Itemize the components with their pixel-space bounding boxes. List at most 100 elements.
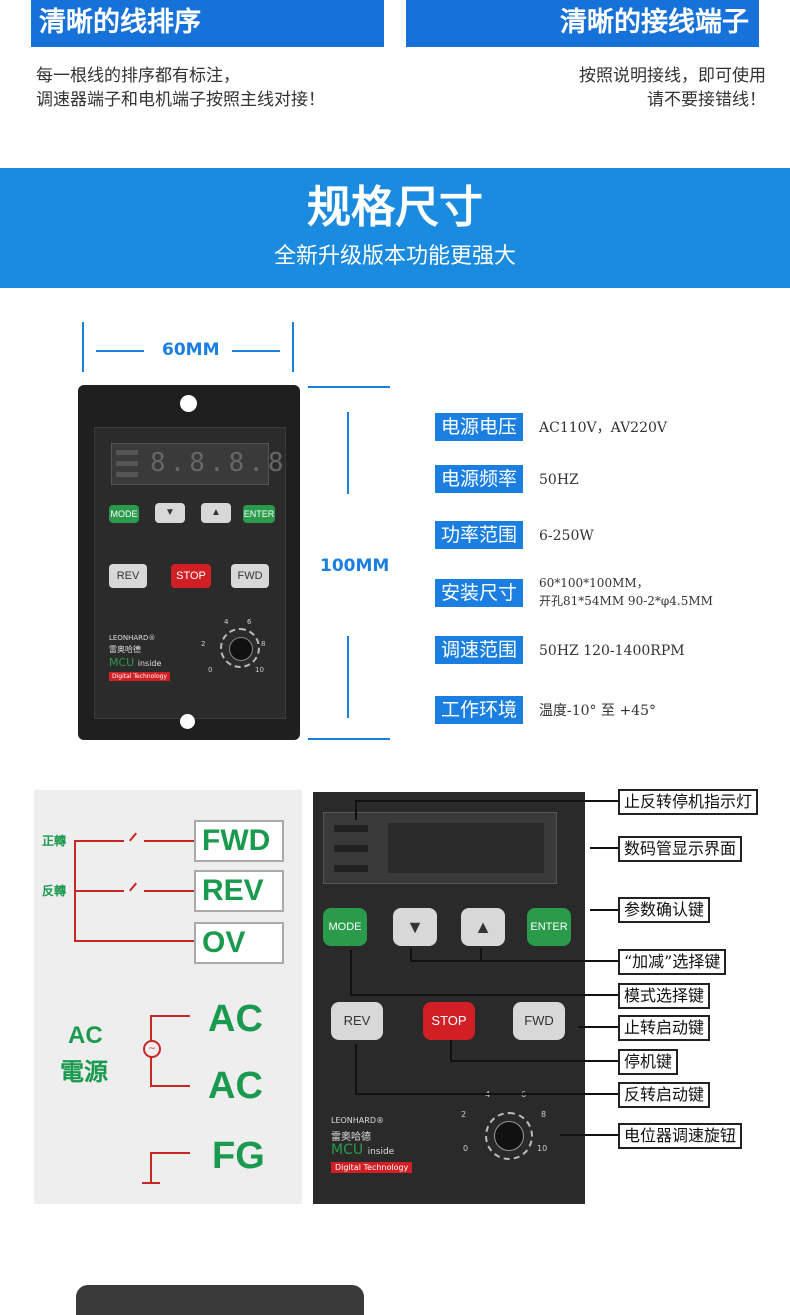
spec-value-power: 6-250W	[539, 528, 594, 544]
spec-value-voltage: AC110V，AV220V	[539, 420, 668, 436]
spec-value-environment: 温度-10° 至 +45°	[539, 703, 656, 719]
mount-hole-top	[180, 395, 197, 412]
reverse-label: 反轉	[42, 884, 67, 898]
spec-label-speed: 调速范围	[435, 636, 524, 664]
labeled-display	[323, 812, 557, 884]
width-tick-right	[292, 322, 294, 372]
spec-banner: 规格尺寸 全新升级版本功能更强大	[0, 168, 790, 288]
labeled-speed-knob[interactable]	[485, 1112, 533, 1160]
labeled-fwd-button[interactable]: FWD	[513, 1002, 565, 1040]
spec-value-install: 60*100*100MM， 开孔81*54MM 90-2*φ4.5MM	[539, 574, 713, 610]
indicator-led-1	[116, 450, 138, 455]
callout-display: 数码管显示界面	[618, 836, 743, 862]
left-title: 清晰的线排序	[39, 7, 201, 38]
spec-label-power: 功率范围	[435, 521, 524, 549]
labeled-inside-text: inside	[367, 1147, 395, 1157]
labeled-up-button[interactable]: ▲	[461, 908, 505, 946]
labeled-mode-button[interactable]: MODE	[323, 908, 367, 946]
stop-button[interactable]: STOP	[171, 564, 211, 588]
mcu-text: MCU	[109, 656, 135, 669]
width-label: 60MM	[162, 340, 220, 360]
callout-line-display	[590, 847, 618, 849]
switch-fwd	[129, 832, 137, 842]
spec-label-voltage: 电源电压	[435, 413, 524, 441]
dial-2: 2	[201, 640, 206, 648]
display-window: 8.8.8.8	[111, 443, 284, 485]
left-desc-line2: 调速器端子和电机端子按照主线对接！	[36, 90, 325, 110]
width-line-right	[232, 350, 280, 352]
right-desc-line1: 按照说明接线，即可使用	[579, 66, 766, 86]
rev-button[interactable]: REV	[109, 564, 147, 588]
label-led-2	[334, 845, 368, 852]
wire-fwd-1	[74, 840, 124, 842]
callout-knob: 电位器调速旋钮	[618, 1123, 743, 1149]
label-led-3	[334, 865, 368, 872]
labeled-down-icon: ▼	[406, 917, 424, 937]
fg-wire-vertical	[150, 1152, 152, 1182]
fwd-terminal: FWD	[194, 820, 284, 862]
mode-button[interactable]: MODE	[109, 505, 139, 523]
seven-seg-display: 8.8.8.8	[150, 448, 288, 478]
wire-rev-1	[74, 890, 124, 892]
controller-image: 8.8.8.8 MODE ▼ ▲ ENTER REV STOP FWD LEON…	[78, 385, 300, 740]
height-line-bottom	[347, 636, 349, 718]
ac-terminal-2: AC	[208, 1065, 263, 1107]
labeled-panel: MODE ▼ ▲ ENTER REV STOP FWD LEONHARD® 雷奥…	[313, 792, 585, 1204]
switch-rev	[129, 882, 137, 892]
callout-fwd: 止转启动键	[618, 1015, 711, 1041]
brand-cn: 雷奥哈德	[109, 645, 141, 654]
callout-line-stop	[450, 1060, 618, 1062]
forward-label: 正轉	[42, 834, 67, 848]
callout-line-mode	[350, 994, 618, 996]
ac-power-label-1: AC	[68, 1022, 103, 1049]
banner-title: 规格尺寸	[307, 182, 483, 233]
callout-mode: 模式选择键	[618, 983, 711, 1009]
callout-enter: 参数确认键	[618, 897, 711, 923]
right-desc-line2: 请不要接错线！	[647, 90, 766, 110]
callout-line-mode-v	[350, 950, 352, 996]
inside-text: inside	[137, 659, 162, 668]
dial-0: 0	[208, 666, 213, 674]
height-label: 100MM	[320, 556, 390, 576]
indicator-led-3	[116, 472, 138, 477]
labeled-dial-8: 8	[541, 1110, 547, 1119]
ov-terminal: OV	[194, 922, 284, 964]
dial-8: 8	[261, 640, 266, 648]
right-title: 清晰的接线端子	[560, 7, 749, 38]
fwd-button[interactable]: FWD	[231, 564, 269, 588]
width-line-left	[96, 350, 144, 352]
enter-button[interactable]: ENTER	[243, 505, 275, 523]
labeled-brand-cn: 雷奥哈德	[331, 1132, 371, 1143]
up-button[interactable]: ▲	[201, 503, 231, 523]
labeled-digital-badge: Digital Technology	[331, 1162, 413, 1173]
down-button[interactable]: ▼	[155, 503, 185, 523]
fg-wire-top	[150, 1152, 190, 1154]
down-arrow-icon: ▼	[165, 507, 175, 518]
ac-source-icon: ~	[143, 1040, 161, 1058]
callout-line-rev-v	[355, 1044, 357, 1095]
labeled-rev-button[interactable]: REV	[331, 1002, 383, 1040]
spec-label-environment: 工作环境	[435, 696, 524, 724]
callout-line-updown-v2	[480, 948, 482, 962]
height-line-top	[347, 412, 349, 494]
left-header-bar: 清晰的线排序	[31, 0, 384, 47]
digital-tech-badge: Digital Technology	[109, 672, 170, 681]
callout-line-stop-v	[450, 1040, 452, 1062]
wiring-diagram: 正轉 反轉 FWD REV OV AC 電源 ~ AC AC FG	[34, 790, 302, 1204]
indicator-led-2	[116, 461, 138, 466]
dial-4: 4	[224, 618, 229, 626]
labeled-mcu-text: MCU	[331, 1142, 364, 1158]
labeled-stop-button[interactable]: STOP	[423, 1002, 475, 1040]
ac-power-label-2: 電源	[60, 1059, 108, 1086]
speed-knob[interactable]	[220, 628, 260, 668]
labeled-enter-button[interactable]: ENTER	[527, 908, 571, 946]
wire-fwd-2	[144, 840, 194, 842]
height-tick-bottom	[308, 738, 390, 740]
up-arrow-icon: ▲	[211, 507, 221, 518]
labeled-down-button[interactable]: ▼	[393, 908, 437, 946]
spec-value-frequency: 50HZ	[539, 472, 579, 488]
controller-face: 8.8.8.8 MODE ▼ ▲ ENTER REV STOP FWD LEON…	[94, 427, 286, 719]
bottom-product-image	[76, 1285, 364, 1315]
brand-logo: LEONHARD®	[109, 634, 156, 642]
spec-label-install: 安装尺寸	[435, 579, 524, 607]
